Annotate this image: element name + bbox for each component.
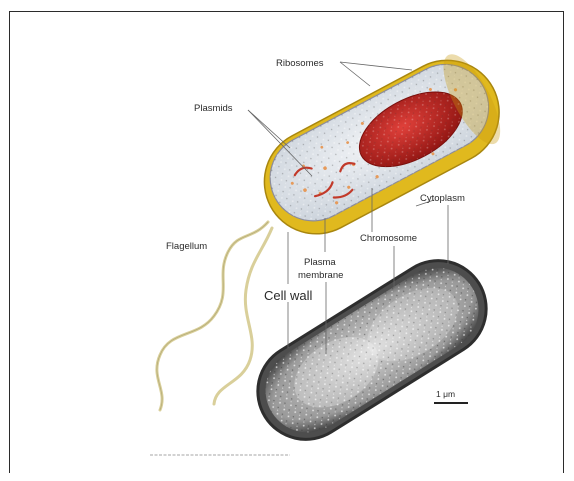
bacterium-illustration	[246, 42, 517, 252]
electron-micrograph	[240, 243, 505, 458]
scale-bar-label: 1 μm	[436, 389, 455, 399]
label-plasmids: Plasmids	[194, 103, 233, 114]
label-cytoplasm: Cytoplasm	[420, 193, 465, 204]
label-cell-wall: Cell wall	[264, 288, 313, 303]
label-plasma-membrane-line2: membrane	[298, 270, 343, 281]
label-flagellum: Flagellum	[166, 241, 207, 252]
label-plasma-membrane-line1: Plasma	[304, 257, 336, 268]
scale-bar: 1 μm	[434, 389, 468, 403]
label-ribosomes: Ribosomes	[276, 58, 324, 69]
label-chromosome: Chromosome	[360, 233, 417, 244]
